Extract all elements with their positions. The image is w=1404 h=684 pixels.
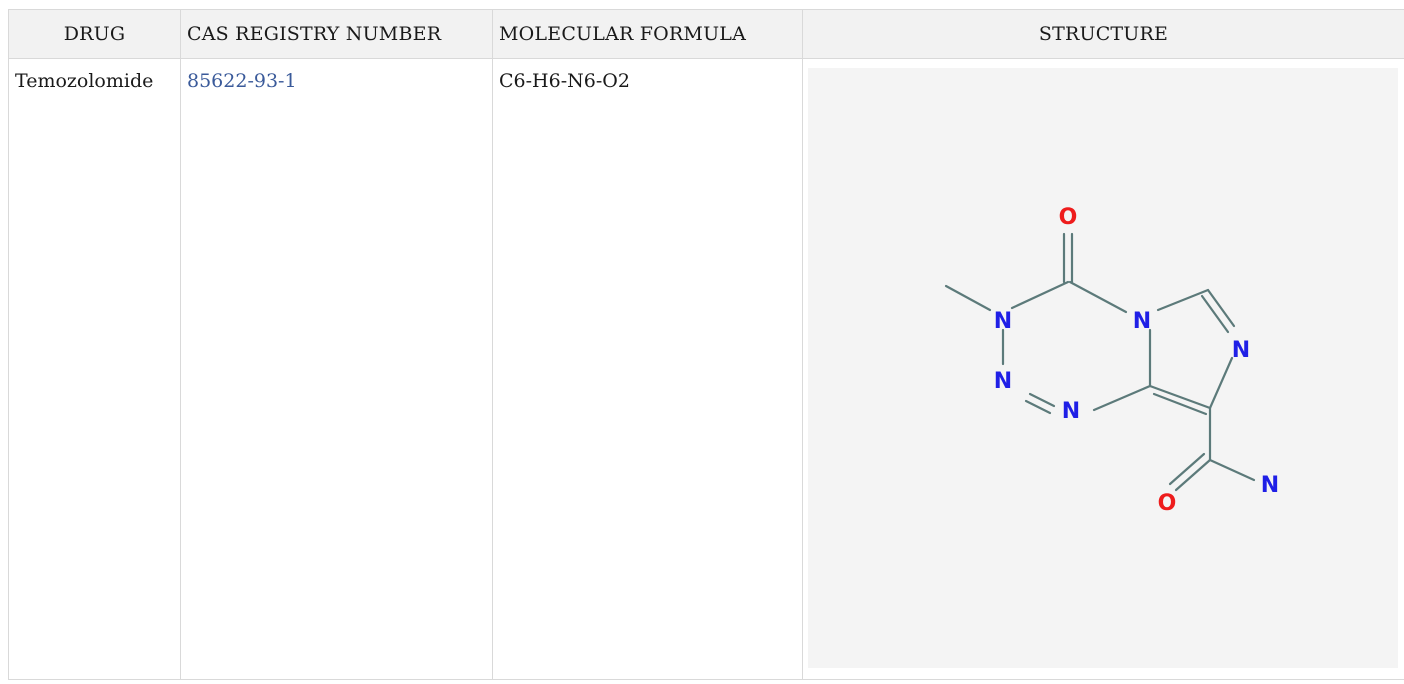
cell-cas: 85622-93-1 <box>180 58 493 680</box>
atom-nitrogen-5: N <box>1133 309 1151 334</box>
structure-image: O N N N N N N O <box>808 68 1398 668</box>
header-formula: MOLECULAR FORMULA <box>492 9 803 59</box>
atom-oxygen-carbonyl: O <box>1059 205 1078 230</box>
table-row: Temozolomide 85622-93-1 C6-H6-N6-O2 <box>8 58 1404 680</box>
atom-oxygen-amide: O <box>1158 491 1177 516</box>
cas-number-link[interactable]: 85622-93-1 <box>187 70 297 92</box>
atom-nitrogen-3: N <box>994 309 1012 334</box>
atom-nitrogen-imidazole: N <box>1232 338 1250 363</box>
atom-nitrogen-amide: N <box>1261 473 1279 498</box>
table-header-row: DRUG CAS REGISTRY NUMBER MOLECULAR FORMU… <box>8 9 1404 59</box>
molecular-formula: C6-H6-N6-O2 <box>499 70 630 92</box>
atom-nitrogen-2: N <box>994 369 1012 394</box>
cell-structure: O N N N N N N O <box>802 58 1404 680</box>
header-structure: STRUCTURE <box>802 9 1404 59</box>
cell-drug: Temozolomide <box>8 58 181 680</box>
drug-table: DRUG CAS REGISTRY NUMBER MOLECULAR FORMU… <box>8 9 1404 680</box>
header-cas: CAS REGISTRY NUMBER <box>180 9 493 59</box>
drug-name: Temozolomide <box>15 70 154 92</box>
cell-formula: C6-H6-N6-O2 <box>492 58 803 680</box>
temozolomide-structure-diagram: O N N N N N N O <box>944 205 1279 516</box>
bond-lines <box>944 232 1256 492</box>
atom-nitrogen-1: N <box>1062 399 1080 424</box>
header-drug: DRUG <box>8 9 181 59</box>
